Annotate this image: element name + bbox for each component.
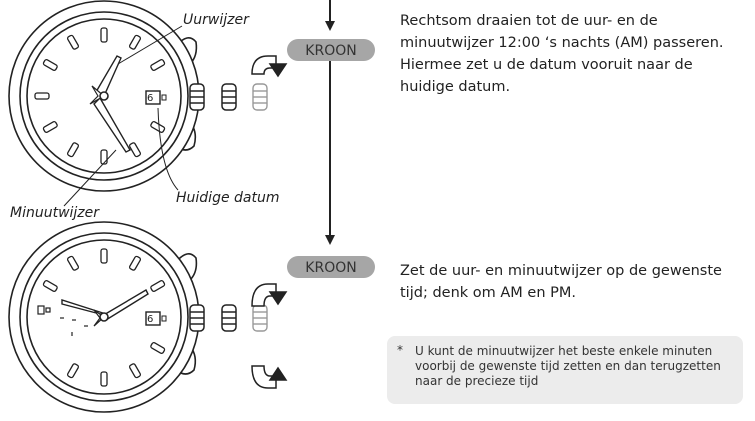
leader-hour-hand (117, 25, 183, 65)
crown-icon-top (189, 83, 237, 111)
note-marker: * (397, 343, 403, 357)
crown-ghost-top (252, 83, 268, 111)
rotate-counterclockwise-icon (251, 365, 288, 389)
crown-badge-bottom-label: KROON (305, 260, 356, 276)
crown-badge-top-label: KROON (305, 43, 356, 59)
tip-note: * U kunt de minuutwijzer het beste enkel… (387, 336, 743, 404)
minute-hand-label: Minuutwijzer (10, 205, 100, 221)
crown-badge-top (287, 39, 375, 61)
crown-badge-bottom (287, 256, 375, 278)
current-date-label: Huidige datum (176, 190, 279, 206)
rotate-clockwise-icon (251, 55, 288, 78)
date-window-top (145, 90, 161, 105)
note-text: U kunt de minuutwijzer het beste enkele … (415, 344, 721, 388)
leader-minute-hand (63, 149, 117, 207)
instruction-step-2: Zet de uur- en minuutwijzer op de gewens… (400, 263, 722, 301)
bottom-watch (8, 221, 268, 413)
date-digit-top: 6 (147, 93, 153, 104)
instruction-step-1: Rechtsom draaien tot de uur- en de minuu… (400, 13, 724, 95)
hour-hand-label: Uurwijzer (183, 12, 250, 28)
rotate-clockwise-icon (251, 283, 288, 307)
date-digit-bottom: 6 (147, 314, 153, 325)
hour-markers (34, 27, 166, 165)
leader-current-date (157, 107, 179, 191)
top-watch (8, 0, 268, 192)
minute-hand-top (93, 96, 131, 153)
